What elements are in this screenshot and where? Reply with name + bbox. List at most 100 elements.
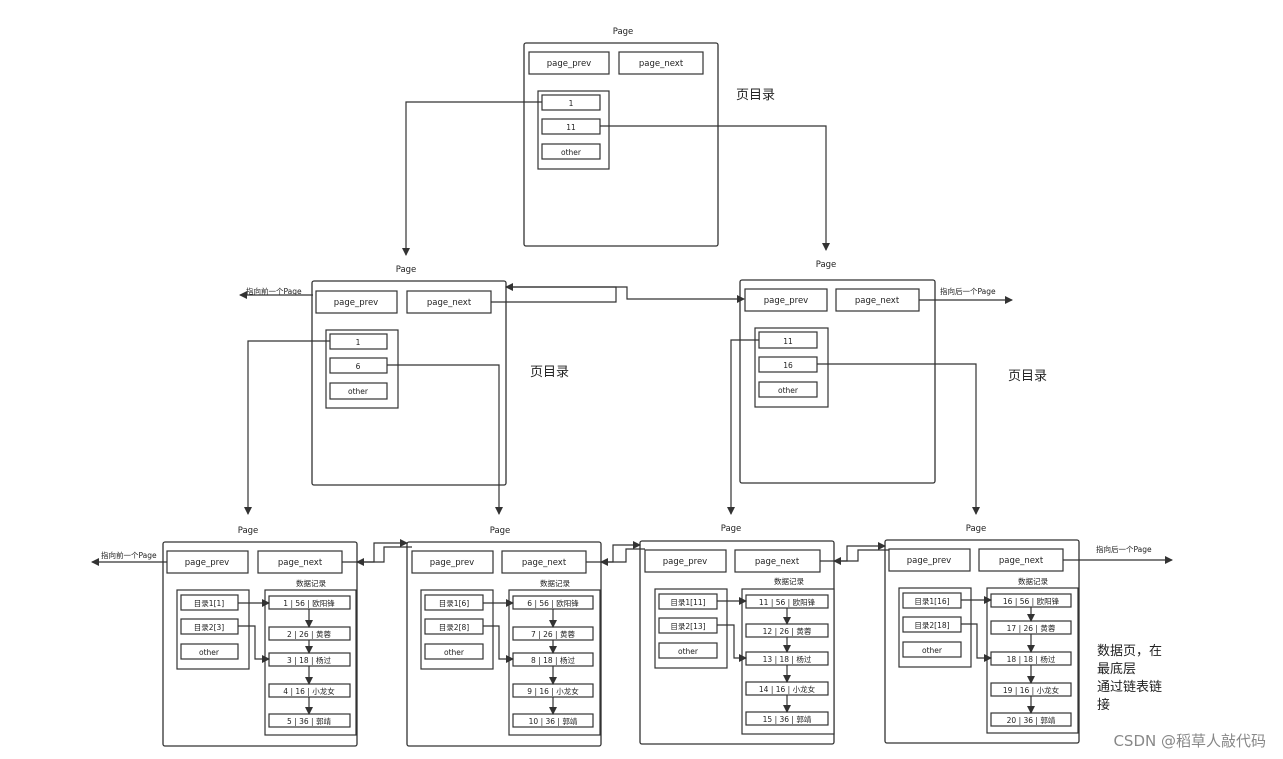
page-next-label: page_next: [999, 556, 1044, 566]
slot-arrow: [717, 624, 747, 662]
dir-entry: [758, 381, 818, 398]
page-prev-label: page_prev: [185, 558, 229, 568]
dir-entry: [541, 143, 601, 160]
page-prev-field: [888, 548, 971, 572]
record-label: 12 | 26 | 黄蓉: [763, 626, 812, 636]
dir-entry-label: 目录1[1]: [194, 599, 224, 608]
dir-entry-label: 11: [566, 123, 576, 132]
dir-entry-label: other: [561, 148, 582, 157]
dir-entry-label: other: [199, 648, 220, 657]
page-next-label: page_next: [427, 298, 472, 308]
dir-entry-label: other: [678, 647, 699, 656]
leaf-page-2: Page page_prev page_next 目录1[6] 目录2[8] o…: [406, 526, 602, 747]
link-arrow: [356, 546, 412, 566]
dir-entry-label: 16: [783, 361, 793, 370]
page-prev-field: [744, 288, 828, 312]
root-page: Page page_prev page_next 1 11 other 页目录: [523, 27, 775, 247]
page-title: Page: [816, 260, 837, 270]
record-label: 8 | 18 | 杨过: [531, 655, 575, 665]
dir-entry-label: 1: [569, 99, 574, 108]
record-label: 16 | 56 | 欧阳锋: [1003, 596, 1060, 606]
prev-page-pointer-label: 指向前一个Page: [101, 550, 157, 560]
dir-entry-label: other: [444, 648, 465, 657]
pointer-arrow: [387, 364, 503, 515]
record-label: 4 | 16 | 小龙女: [283, 686, 335, 696]
page-next-label: page_next: [278, 558, 323, 568]
record-label: 14 | 16 | 小龙女: [759, 684, 816, 694]
dir-entry-label: 目录1[11]: [670, 598, 705, 607]
page-title: Page: [966, 524, 987, 534]
prev-page-pointer-label: 指向前一个Page: [246, 286, 302, 296]
record-label: 19 | 16 | 小龙女: [1003, 685, 1060, 695]
dir-entry-label: 目录2[8]: [439, 623, 469, 632]
slot-arrow: [238, 625, 270, 663]
dir-entry: [902, 641, 962, 658]
dir-entry: [424, 643, 484, 660]
data-records-caption: 数据记录: [540, 578, 570, 588]
pointer-arrow: [600, 125, 830, 251]
middle-page-left: Page page_prev page_next 1 6 other 页目录 指…: [246, 265, 569, 486]
middle-page-right: Page page_prev page_next 11 16 other 页目录…: [739, 260, 1047, 484]
page-prev-label: page_prev: [430, 558, 474, 568]
page-next-label: page_next: [855, 296, 900, 306]
record-label: 20 | 36 | 郭靖: [1007, 715, 1056, 725]
record-label: 17 | 26 | 黄蓉: [1007, 623, 1056, 633]
note-line: 最底层: [1097, 661, 1136, 677]
link-arrow: [586, 541, 641, 563]
page-prev-label: page_prev: [907, 556, 951, 566]
data-records-caption: 数据记录: [1018, 576, 1048, 586]
next-page-pointer-label: 指向后一个Page: [1096, 544, 1152, 554]
page-title: Page: [396, 265, 417, 275]
dir-entry-label: 6: [356, 362, 361, 371]
record-label: 15 | 36 | 郭靖: [763, 714, 812, 724]
link-arrow: [833, 549, 889, 565]
page-directory-caption: 页目录: [530, 365, 569, 380]
dir-entry: [329, 382, 388, 400]
link-arrow: [491, 283, 617, 303]
page-next-label: page_next: [755, 557, 800, 567]
record-label: 1 | 56 | 欧阳锋: [283, 598, 335, 608]
dir-entry-label: 目录2[3]: [194, 623, 224, 632]
pointer-arrow: [817, 363, 980, 515]
leaf-page-4: Page page_prev page_next 目录1[16] 目录2[18]…: [884, 524, 1152, 744]
data-records-caption: 数据记录: [774, 576, 804, 586]
page-title: Page: [490, 526, 511, 536]
page-prev-field: [411, 550, 494, 574]
leaf-page-1: Page page_prev page_next 目录1[1] 目录2[3] o…: [101, 526, 358, 747]
record-label: 18 | 18 | 杨过: [1007, 654, 1056, 664]
page-prev-label: page_prev: [547, 59, 591, 69]
dir-entry: [180, 643, 239, 660]
page-next-label: page_next: [522, 558, 567, 568]
dir-entry-label: 目录1[16]: [914, 597, 949, 606]
page-prev-label: page_prev: [764, 296, 808, 306]
page-directory-caption: 页目录: [1008, 369, 1047, 384]
page-prev-field: [644, 549, 727, 573]
page-title: Page: [238, 526, 259, 536]
link-arrow: [600, 548, 645, 566]
page-prev-label: page_prev: [334, 298, 378, 308]
dir-entry-label: other: [348, 387, 369, 396]
slot-arrow: [961, 623, 992, 662]
dir-entry-label: other: [778, 386, 799, 395]
page-directory-caption: 页目录: [736, 88, 775, 103]
record-label: 2 | 26 | 黄蓉: [287, 629, 331, 639]
dir-entry: [658, 642, 718, 659]
record-label: 7 | 26 | 黄蓉: [531, 629, 575, 639]
record-label: 11 | 56 | 欧阳锋: [759, 597, 816, 607]
page-next-field: [618, 51, 704, 75]
dir-entry-label: 1: [356, 338, 361, 347]
record-label: 3 | 18 | 杨过: [287, 655, 331, 665]
page-prev-label: page_prev: [663, 557, 707, 567]
record-label: 10 | 36 | 郭靖: [529, 716, 578, 726]
dir-entry-label: 目录2[13]: [670, 622, 705, 631]
next-page-pointer-label: 指向后一个Page: [940, 286, 996, 296]
note-line: 数据页，在: [1097, 644, 1162, 659]
slot-arrow: [483, 625, 514, 663]
record-label: 9 | 16 | 小龙女: [527, 686, 579, 696]
pointer-arrow: [727, 339, 759, 515]
dir-entry-label: 目录2[18]: [914, 621, 949, 630]
record-label: 13 | 18 | 杨过: [763, 654, 812, 664]
data-page-note: 数据页，在 最底层 通过链表链 接: [1097, 644, 1162, 713]
pointer-arrow: [402, 101, 542, 256]
